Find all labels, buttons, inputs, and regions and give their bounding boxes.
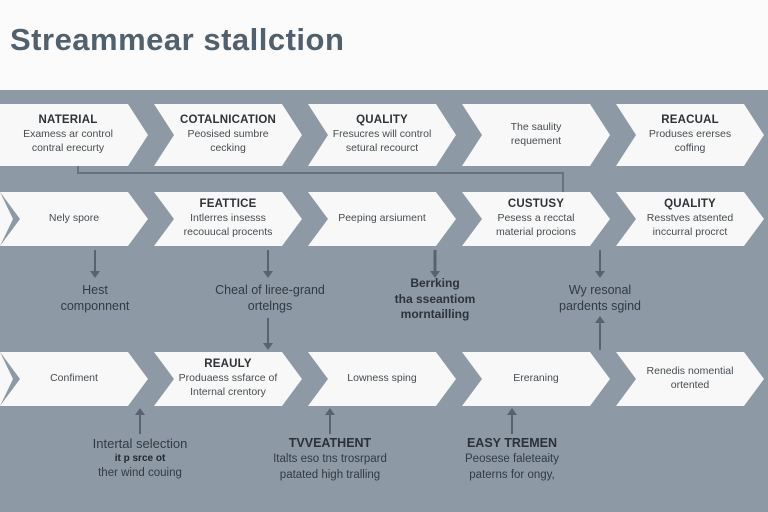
up-arrow-icon (506, 408, 518, 434)
connector-line (77, 166, 79, 174)
up-arrow-icon (324, 408, 336, 434)
flow-step: QUALITY Fresucres will control setural r… (308, 104, 456, 166)
flow-step: CUSTUSY Pesess a recctal material procio… (462, 192, 610, 246)
up-arrow-icon (134, 408, 146, 434)
note-line: Intertal selection (92, 436, 188, 451)
step-subtitle: Pesess a recctal material procions (496, 212, 576, 238)
flow-step: Nely spore (0, 192, 148, 246)
step-title: CUSTUSY (507, 198, 565, 211)
note-label: EASY TREMEN Peosese faleteaity paterns f… (465, 436, 559, 483)
step-title: REAULY (204, 358, 252, 371)
flow-step: Ereraning (462, 352, 610, 406)
flow-step: Peeping arsiument (308, 192, 456, 246)
note-title: TVVEATHENT (288, 436, 372, 450)
step-subtitle: Examess ar control contral erecurty (23, 128, 113, 154)
flow-step: COTALNICATION Peosised sumbre cecking (154, 104, 302, 166)
connector-line (562, 172, 564, 192)
flow-step: Confiment (0, 352, 148, 406)
step-subtitle: Lowness sping (347, 372, 417, 385)
annotation-label: Hest componnent (60, 283, 130, 314)
step-title: NATERIAL (38, 114, 98, 127)
note-line: it p srce ot (114, 453, 166, 464)
flow-step: REACUAL Produses ererses coffing (616, 104, 764, 166)
flow-step: REAULY Produaess ssfarce of Internal cre… (154, 352, 302, 406)
annotation-label: Wy resonal pardents sgind (558, 283, 642, 314)
page-title: Streammear stallction (10, 22, 345, 57)
step-subtitle: Produaess ssfarce of Internal crentory (178, 372, 278, 398)
step-subtitle: Renedis nomential ortented (646, 365, 734, 391)
step-subtitle: Intlerres insesss recouucal procents (183, 212, 273, 238)
step-title: REACUAL (661, 114, 719, 127)
flow-step: Lowness sping (308, 352, 456, 406)
step-subtitle: Resstves atsented inccurral procrct (646, 212, 734, 238)
note-line: paterns for ongy, (469, 468, 555, 481)
down-arrow-icon (262, 250, 274, 278)
down-arrow-icon (89, 250, 101, 278)
step-title: COTALNICATION (179, 114, 277, 127)
flow-step: FEATTICE Intlerres insesss recouucal pro… (154, 192, 302, 246)
down-arrow-icon (594, 250, 606, 278)
note-label: Intertal selection it p srce ot ther win… (93, 436, 188, 482)
step-title: QUALITY (664, 198, 716, 211)
flow-step: The saulity requement (462, 104, 610, 166)
note-line: Peosese faleteaity (465, 453, 559, 465)
annotation-label: Berrking tha sseantiom morntailling (394, 276, 476, 322)
step-subtitle: Ereraning (513, 372, 559, 385)
step-subtitle: Confiment (50, 372, 98, 385)
annotation-label: Cheal of liree-grand ortelngs (215, 283, 325, 314)
flow-step: QUALITY Resstves atsented inccurral proc… (616, 192, 764, 246)
up-arrow-icon (594, 316, 606, 350)
note-line: patated high tralling (279, 468, 381, 481)
note-label: TVVEATHENT Italts eso tns trosrpard pata… (273, 436, 387, 483)
step-title: FEATTICE (199, 198, 257, 211)
step-subtitle: Fresucres will control setural recourct (332, 128, 432, 154)
flow-step: Renedis nomential ortented (616, 352, 764, 406)
note-title: EASY TREMEN (466, 436, 558, 450)
step-subtitle: Nely spore (48, 212, 100, 225)
flow-step: NATERIAL Examess ar control contral erec… (0, 104, 148, 166)
note-line: ther wind couing (98, 467, 182, 479)
step-subtitle: Peeping arsiument (338, 212, 426, 225)
note-line: Italts eso tns trosrpard (273, 453, 387, 465)
header-band (0, 0, 768, 90)
step-subtitle: Produses ererses coffing (648, 128, 732, 154)
connector-line (77, 172, 564, 174)
down-arrow-icon (262, 318, 274, 350)
step-subtitle: Peosised sumbre cecking (187, 128, 269, 154)
down-arrow-icon (429, 250, 441, 278)
step-subtitle: The saulity requement (510, 121, 562, 147)
step-title: QUALITY (356, 114, 408, 127)
